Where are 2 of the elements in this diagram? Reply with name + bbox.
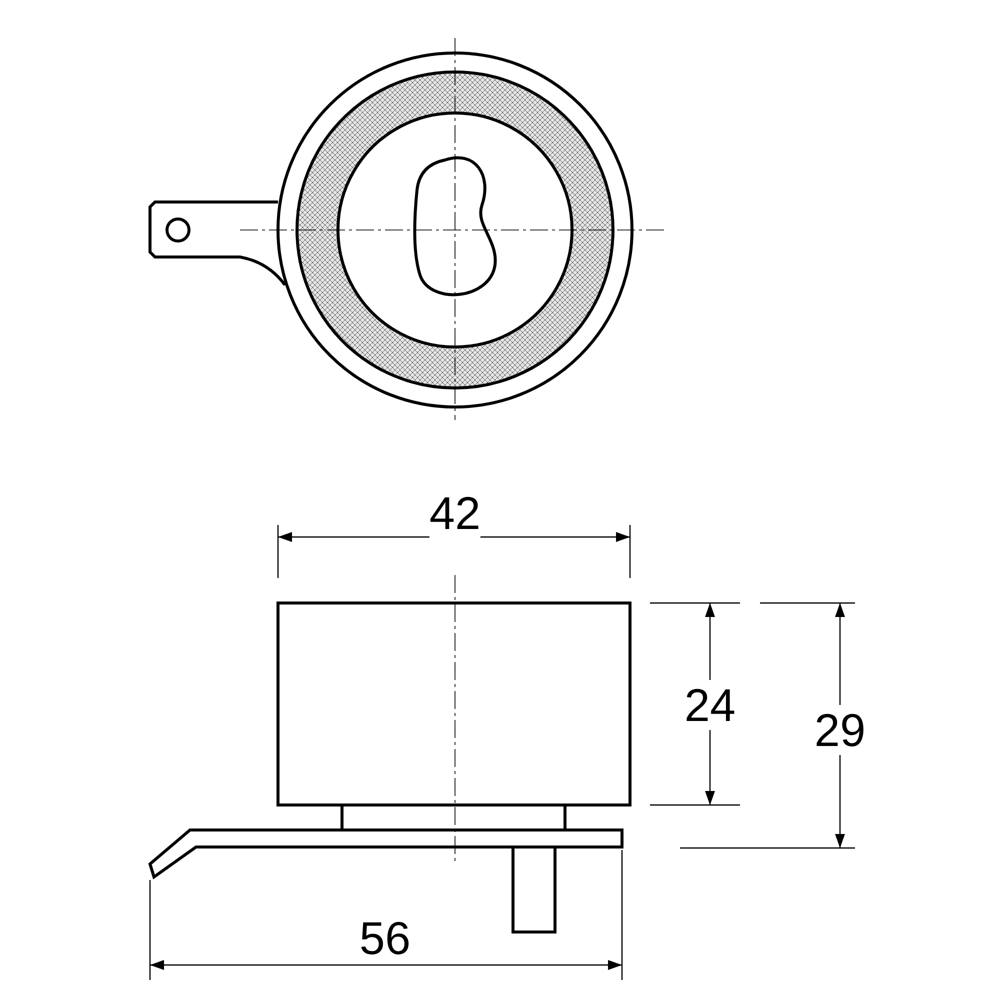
dimension-label: 29 (814, 705, 866, 755)
dimension-label: 24 (684, 680, 736, 730)
